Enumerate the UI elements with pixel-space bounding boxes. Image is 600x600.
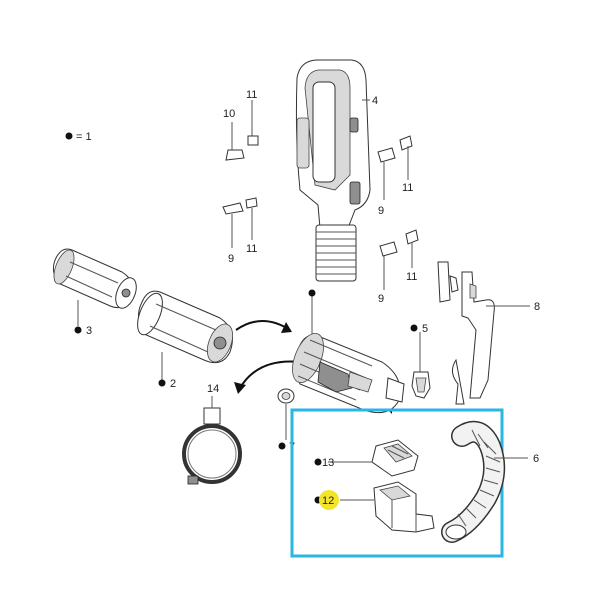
dot-5 [410,324,418,332]
callout-11-b: 11 [246,243,257,255]
part-2-outer-filter [137,290,234,364]
part-7-ring [277,388,295,450]
dot-2 [158,379,166,387]
callout-11-c: 11 [402,182,413,194]
dot-3 [74,326,82,334]
callout-6: 6 [533,453,539,465]
callout-2: 2 [170,378,176,390]
part-12-adapter [340,481,435,533]
callout-11-d: 11 [406,271,417,283]
part-14-clamp [182,396,242,485]
legend: = 1 [65,131,92,143]
callout-4: 4 [372,95,378,107]
callout-5: 5 [422,323,428,335]
callout-11-a: 11 [246,89,257,101]
callout-9-a: 9 [228,253,234,265]
clip-right-lower [379,229,419,290]
clip-left-upper [225,100,259,161]
highlight-dot-12 [319,490,339,510]
callout-9-b: 9 [378,205,384,217]
housing-hose [315,224,357,282]
part-13-adapter [328,439,419,477]
callout-14: 14 [207,383,219,395]
callout-9-c: 9 [378,293,384,305]
dot-13 [314,458,322,466]
callout-13: 13 [322,457,334,469]
callout-12: 12 [322,495,334,507]
legend-text: = 1 [76,131,92,143]
clip-left-lower [222,197,258,248]
callout-10: 10 [223,108,235,120]
part-3-inner-filter [52,248,137,309]
legend-dot [65,132,73,140]
part-5-valve [411,332,431,399]
part-8-brackets [437,261,530,405]
part-1-filter-body [292,289,405,414]
part-4-housing [295,59,371,282]
part-6-hose [441,420,528,543]
clip-right-upper [377,135,413,200]
callout-8: 8 [534,301,540,313]
callout-3: 3 [86,325,92,337]
